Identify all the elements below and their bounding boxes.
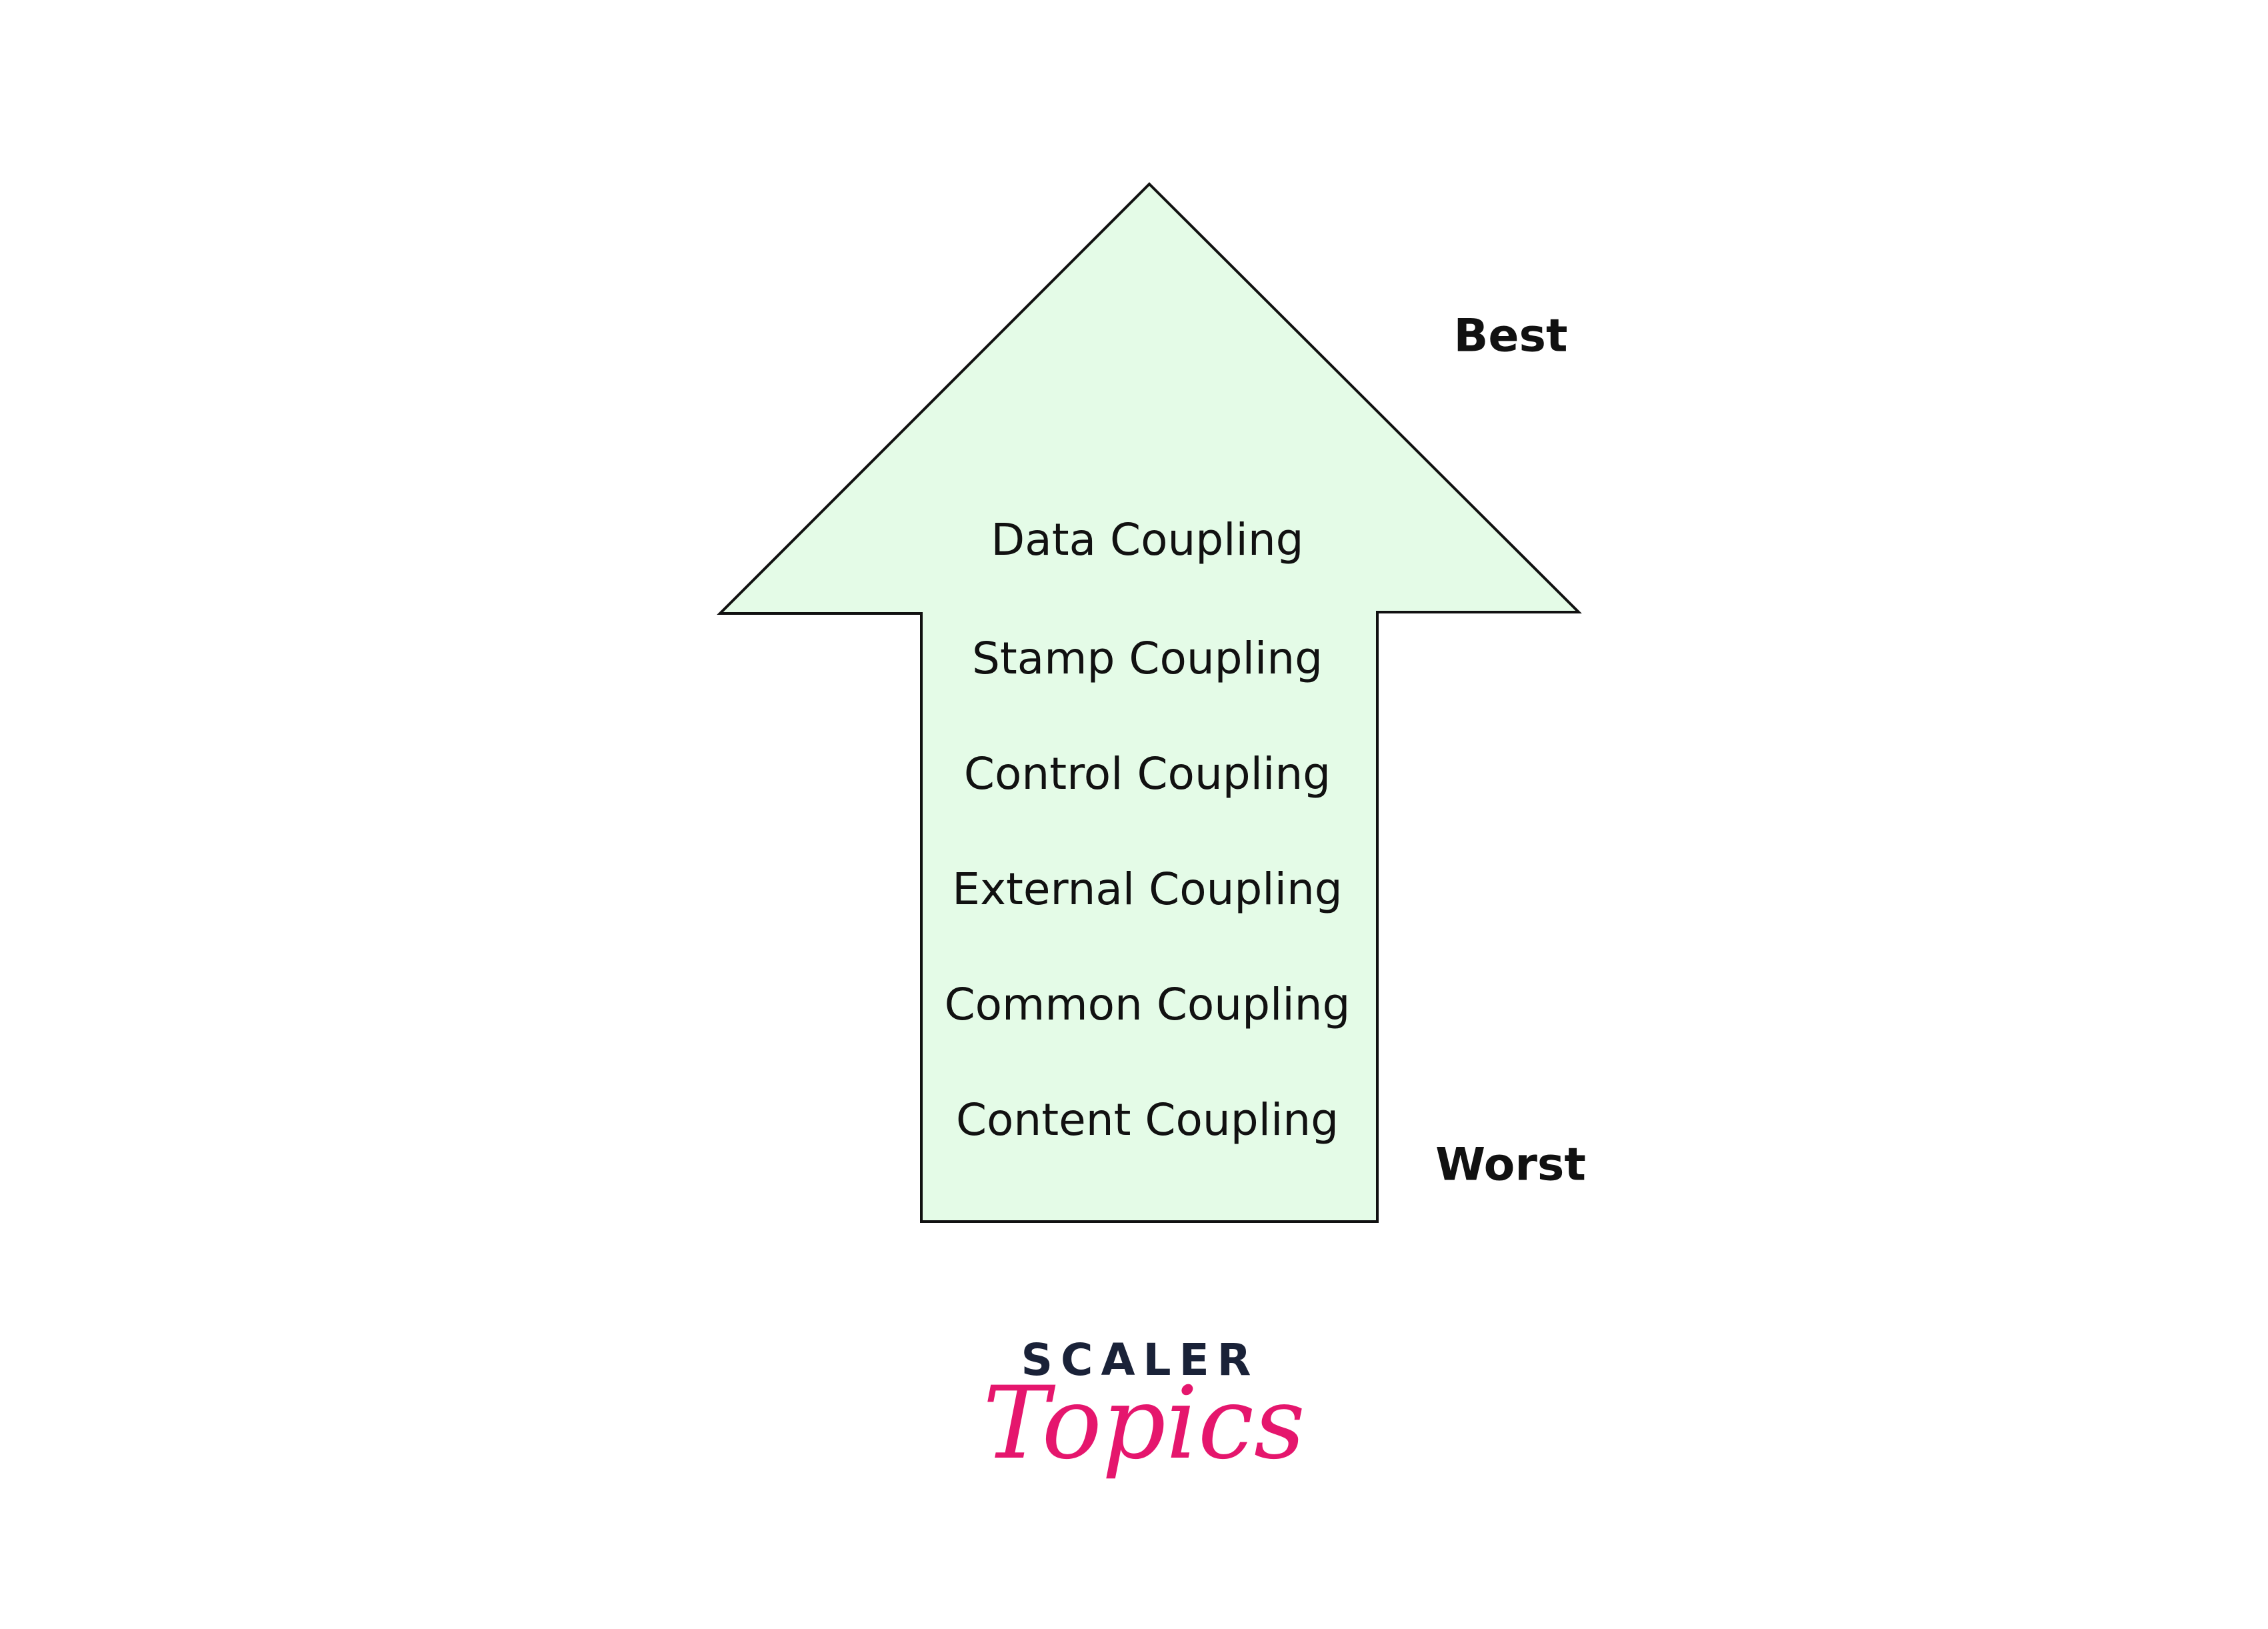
level-data-coupling: Data Coupling — [991, 514, 1303, 565]
worst-label: Worst — [1435, 1139, 1586, 1192]
level-external-coupling: External Coupling — [952, 864, 1342, 915]
level-content-coupling: Content Coupling — [956, 1094, 1339, 1146]
logo-brand-text: SCALER — [1021, 1334, 1259, 1386]
best-label: Best — [1454, 310, 1568, 363]
level-common-coupling: Common Coupling — [945, 979, 1351, 1030]
scaler-topics-logo: SCALER Topics — [983, 1334, 1305, 1482]
up-arrow-shape — [717, 182, 1582, 1223]
level-stamp-coupling: Stamp Coupling — [972, 633, 1323, 684]
coupling-levels-list: Data Coupling Stamp Coupling Control Cou… — [945, 514, 1351, 1146]
logo-product-text: Topics — [983, 1366, 1305, 1482]
level-control-coupling: Control Coupling — [964, 748, 1331, 799]
